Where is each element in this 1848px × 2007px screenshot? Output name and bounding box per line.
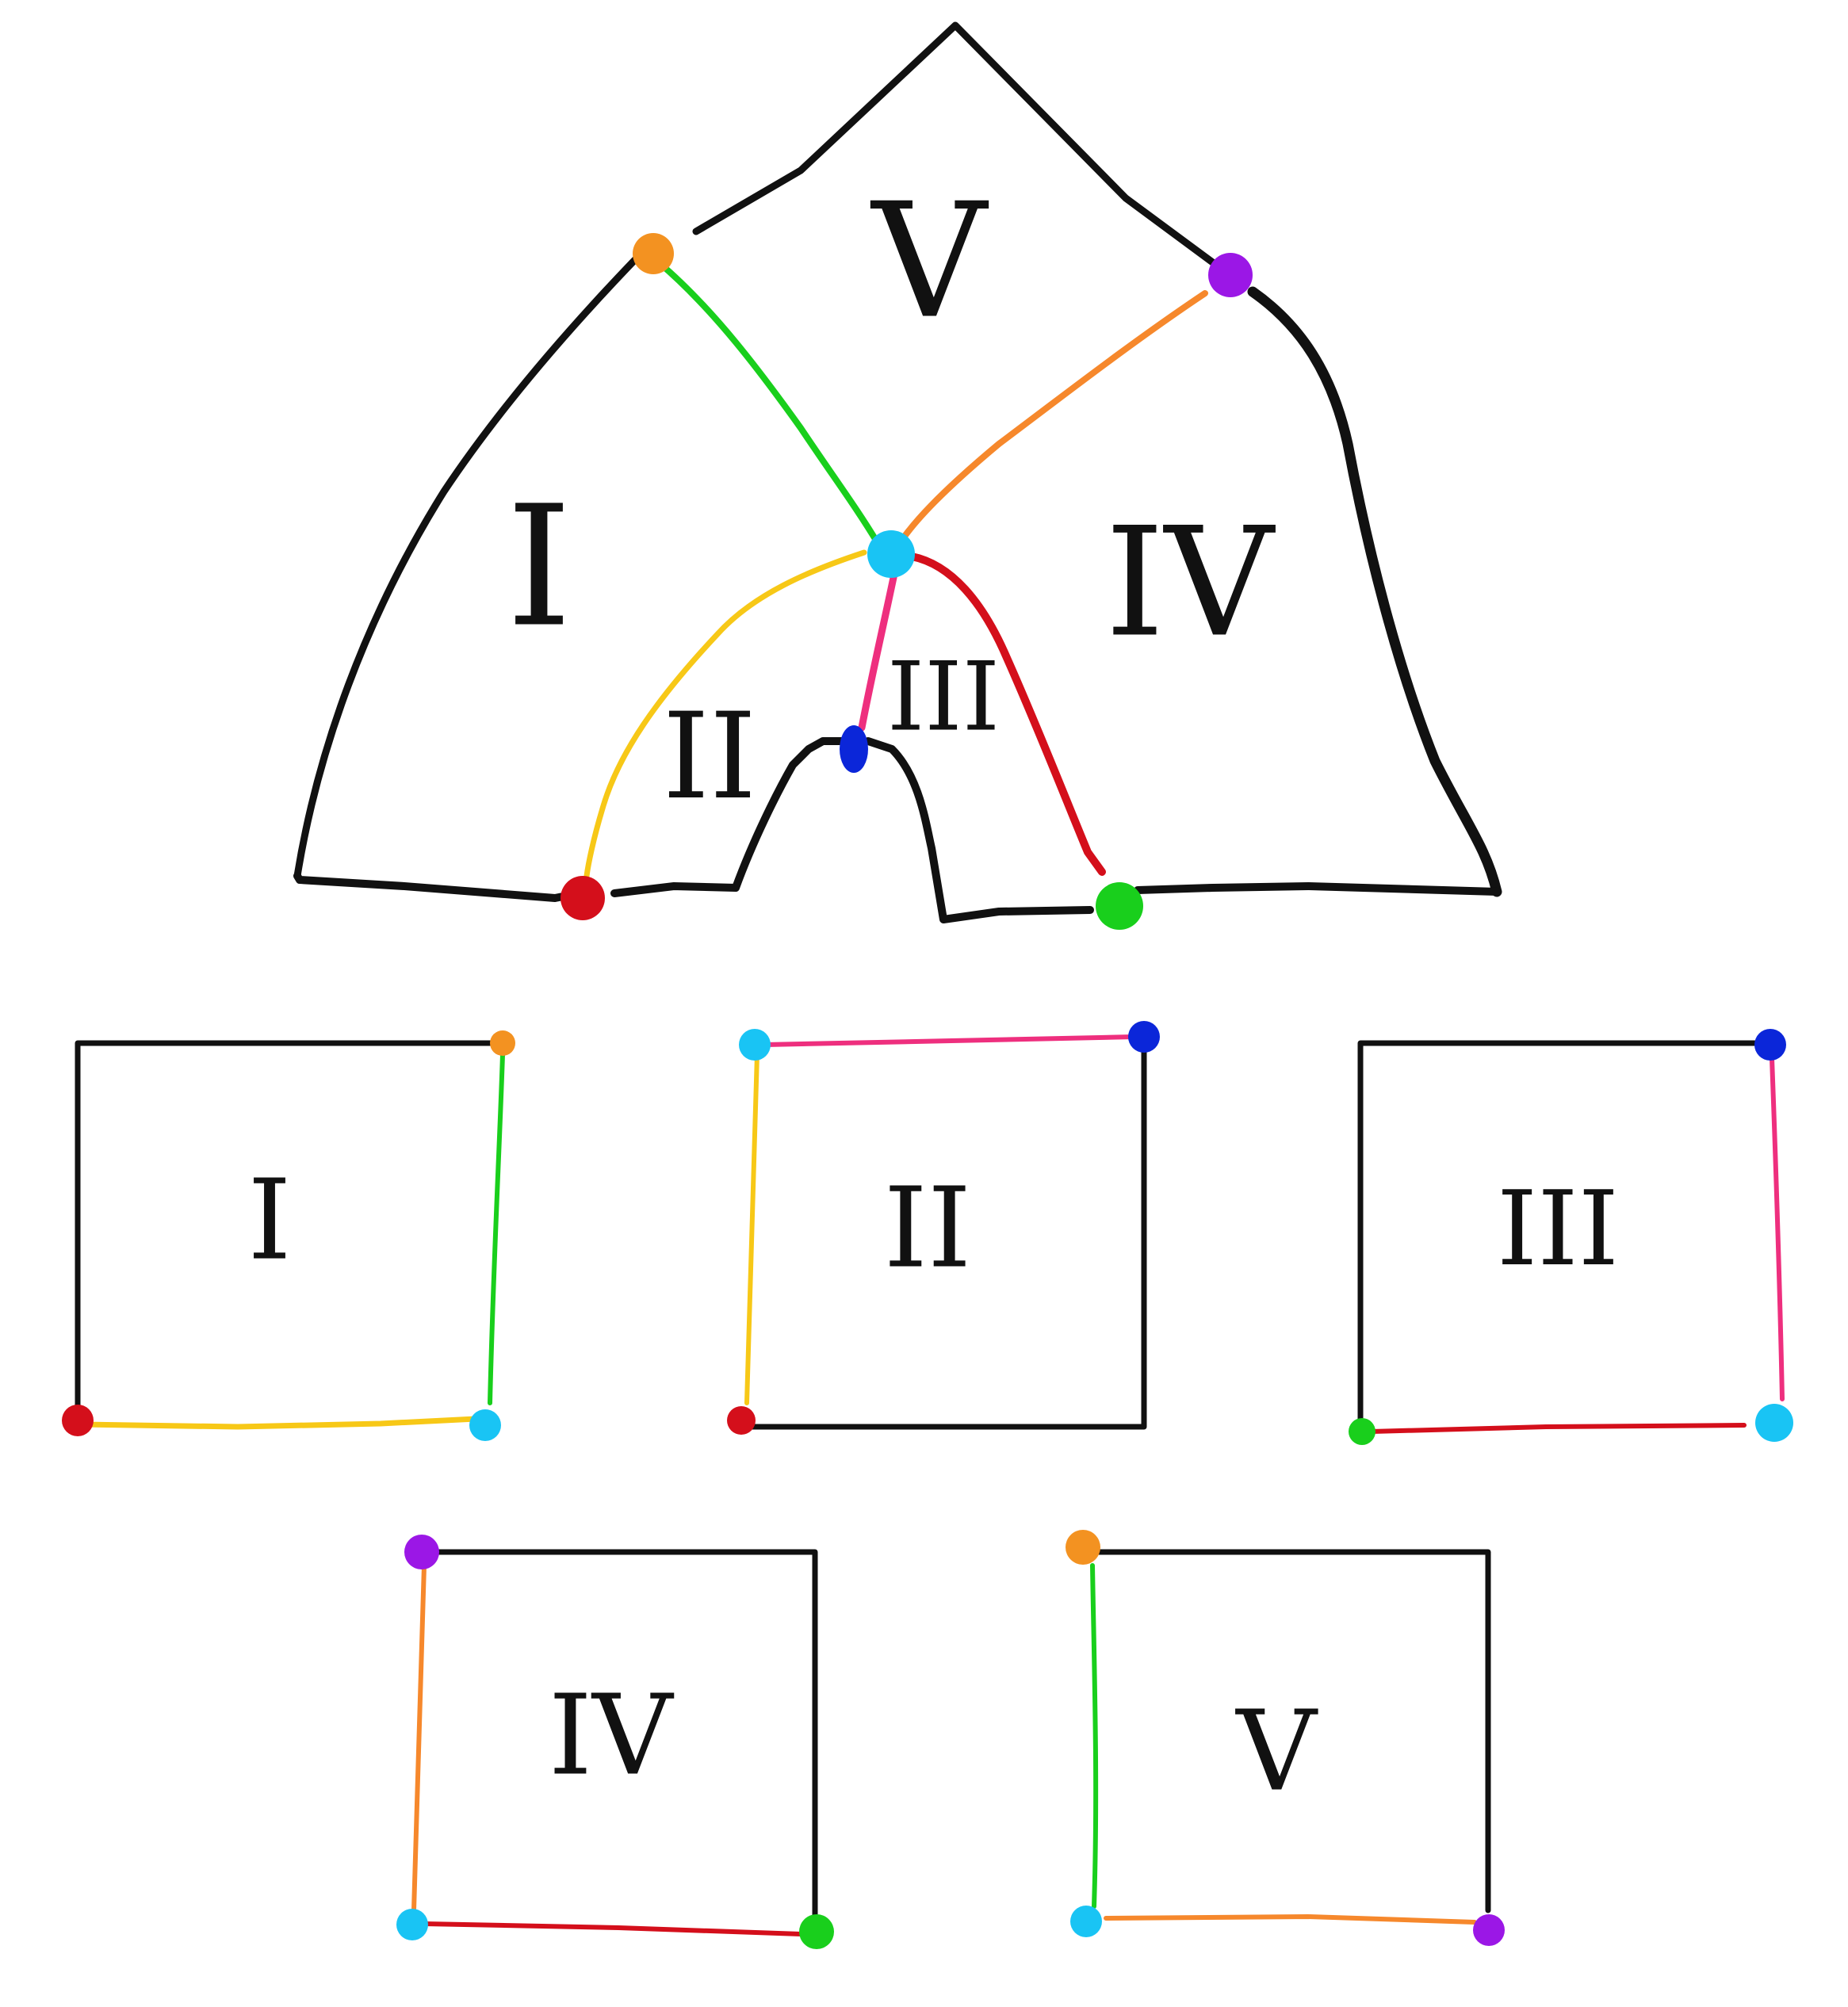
piece-IV-purple-vertex xyxy=(404,1535,439,1569)
outer-boundary-right xyxy=(1247,286,1502,897)
piece-IV-green-vertex xyxy=(799,1914,834,1949)
piece-II-blue-vertex xyxy=(1128,1021,1160,1053)
purple-vertex xyxy=(1208,253,1253,297)
piece-V-purple-vertex xyxy=(1473,1914,1505,1946)
region-label-III: III xyxy=(887,643,1000,753)
edge-yellow-cyan-red xyxy=(583,549,867,879)
piece-V-label: V xyxy=(1234,1688,1318,1817)
piece-I-edge-green xyxy=(488,1052,505,1405)
piece-III-edge-red xyxy=(1369,1423,1747,1434)
piece-I-frame xyxy=(75,1040,504,1422)
green-vertex xyxy=(1096,882,1143,930)
region-label-IV: IV xyxy=(1105,495,1276,671)
outer-boundary-bottom xyxy=(293,872,583,902)
piece-III-edge-pink xyxy=(1770,1056,1785,1401)
piece-V-edge-orange xyxy=(1104,1914,1477,1925)
piece-II-edge-pink xyxy=(763,1034,1136,1047)
bottom-boundary-right xyxy=(1134,882,1501,896)
piece-IV-label: IV xyxy=(549,1672,675,1801)
bottom-boundary-middle xyxy=(610,737,856,897)
region-label-V: V xyxy=(870,170,989,354)
piece-III-label: III xyxy=(1497,1168,1619,1289)
edge-orange-purple-cyan xyxy=(901,290,1208,541)
piece-II-edge-yellow xyxy=(744,1052,759,1405)
region-label-II: II xyxy=(663,688,757,826)
outer-boundary-top xyxy=(692,21,1221,270)
top-complex: I II III IV V xyxy=(293,21,1502,930)
notch-boundary xyxy=(864,737,1094,923)
piece-V-orange-vertex xyxy=(1066,1530,1100,1565)
piece-I-orange-vertex xyxy=(490,1030,515,1056)
piece-I-label: I xyxy=(247,1156,291,1286)
piece-II: II xyxy=(727,1021,1160,1435)
piece-III-frame xyxy=(1357,1040,1763,1422)
piece-III-blue-vertex xyxy=(1754,1029,1786,1061)
piece-V: V xyxy=(1066,1530,1505,1946)
piece-IV-edge-red xyxy=(422,1921,803,1936)
edge-pink-cyan-blue xyxy=(858,570,898,732)
piece-II-red-vertex xyxy=(727,1406,756,1435)
piece-V-edge-green xyxy=(1090,1563,1099,1909)
edge-green-orange-cyan xyxy=(656,260,881,546)
edge-red-cyan-green xyxy=(908,552,1106,876)
piece-I-edge-yellow xyxy=(78,1416,479,1430)
piece-IV-cyan-vertex xyxy=(396,1909,428,1940)
piece-II-frame xyxy=(740,1035,1147,1430)
piece-I: I xyxy=(62,1030,515,1441)
piece-III-green-vertex xyxy=(1349,1418,1375,1445)
piece-V-frame xyxy=(1091,1549,1491,1913)
piece-IV: IV xyxy=(396,1535,834,1949)
piece-IV-frame xyxy=(429,1549,818,1931)
blue-vertex xyxy=(840,725,868,773)
cyan-vertex xyxy=(867,530,915,578)
piece-IV-edge-orange xyxy=(411,1563,427,1913)
piece-II-cyan-vertex xyxy=(739,1029,771,1061)
piece-I-red-vertex xyxy=(62,1405,94,1436)
piece-II-label: II xyxy=(884,1164,972,1294)
outer-boundary-left xyxy=(293,240,654,880)
piece-III: III xyxy=(1349,1029,1793,1445)
piece-I-cyan-vertex xyxy=(469,1409,501,1441)
region-label-I: I xyxy=(507,470,572,664)
orange-vertex xyxy=(633,233,674,274)
piece-V-cyan-vertex xyxy=(1070,1906,1102,1937)
red-vertex xyxy=(561,876,605,920)
piece-III-cyan-vertex xyxy=(1755,1404,1793,1442)
